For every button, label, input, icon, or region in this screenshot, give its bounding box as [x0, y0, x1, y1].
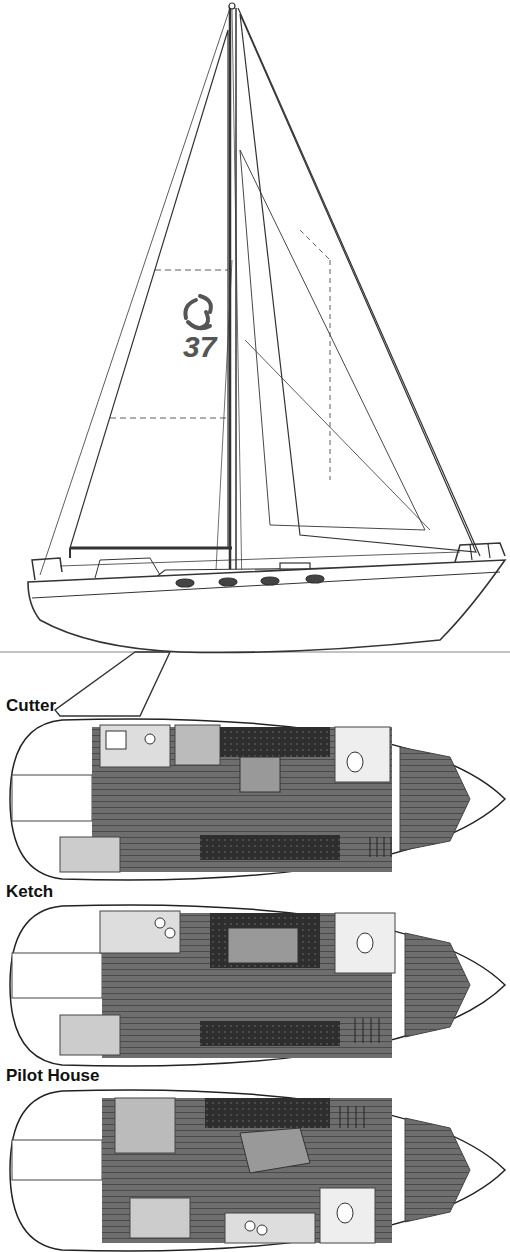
pilot-house-plan: [10, 1090, 505, 1251]
sail-plan: [0, 3, 510, 716]
ketch-plan: [10, 905, 505, 1066]
sail-number: 37: [183, 330, 216, 364]
plan-title: Pilot House: [6, 1066, 100, 1086]
cutter-plan: [10, 719, 505, 880]
plan-title: Ketch: [6, 882, 53, 902]
plan-title: Cutter: [6, 696, 56, 716]
